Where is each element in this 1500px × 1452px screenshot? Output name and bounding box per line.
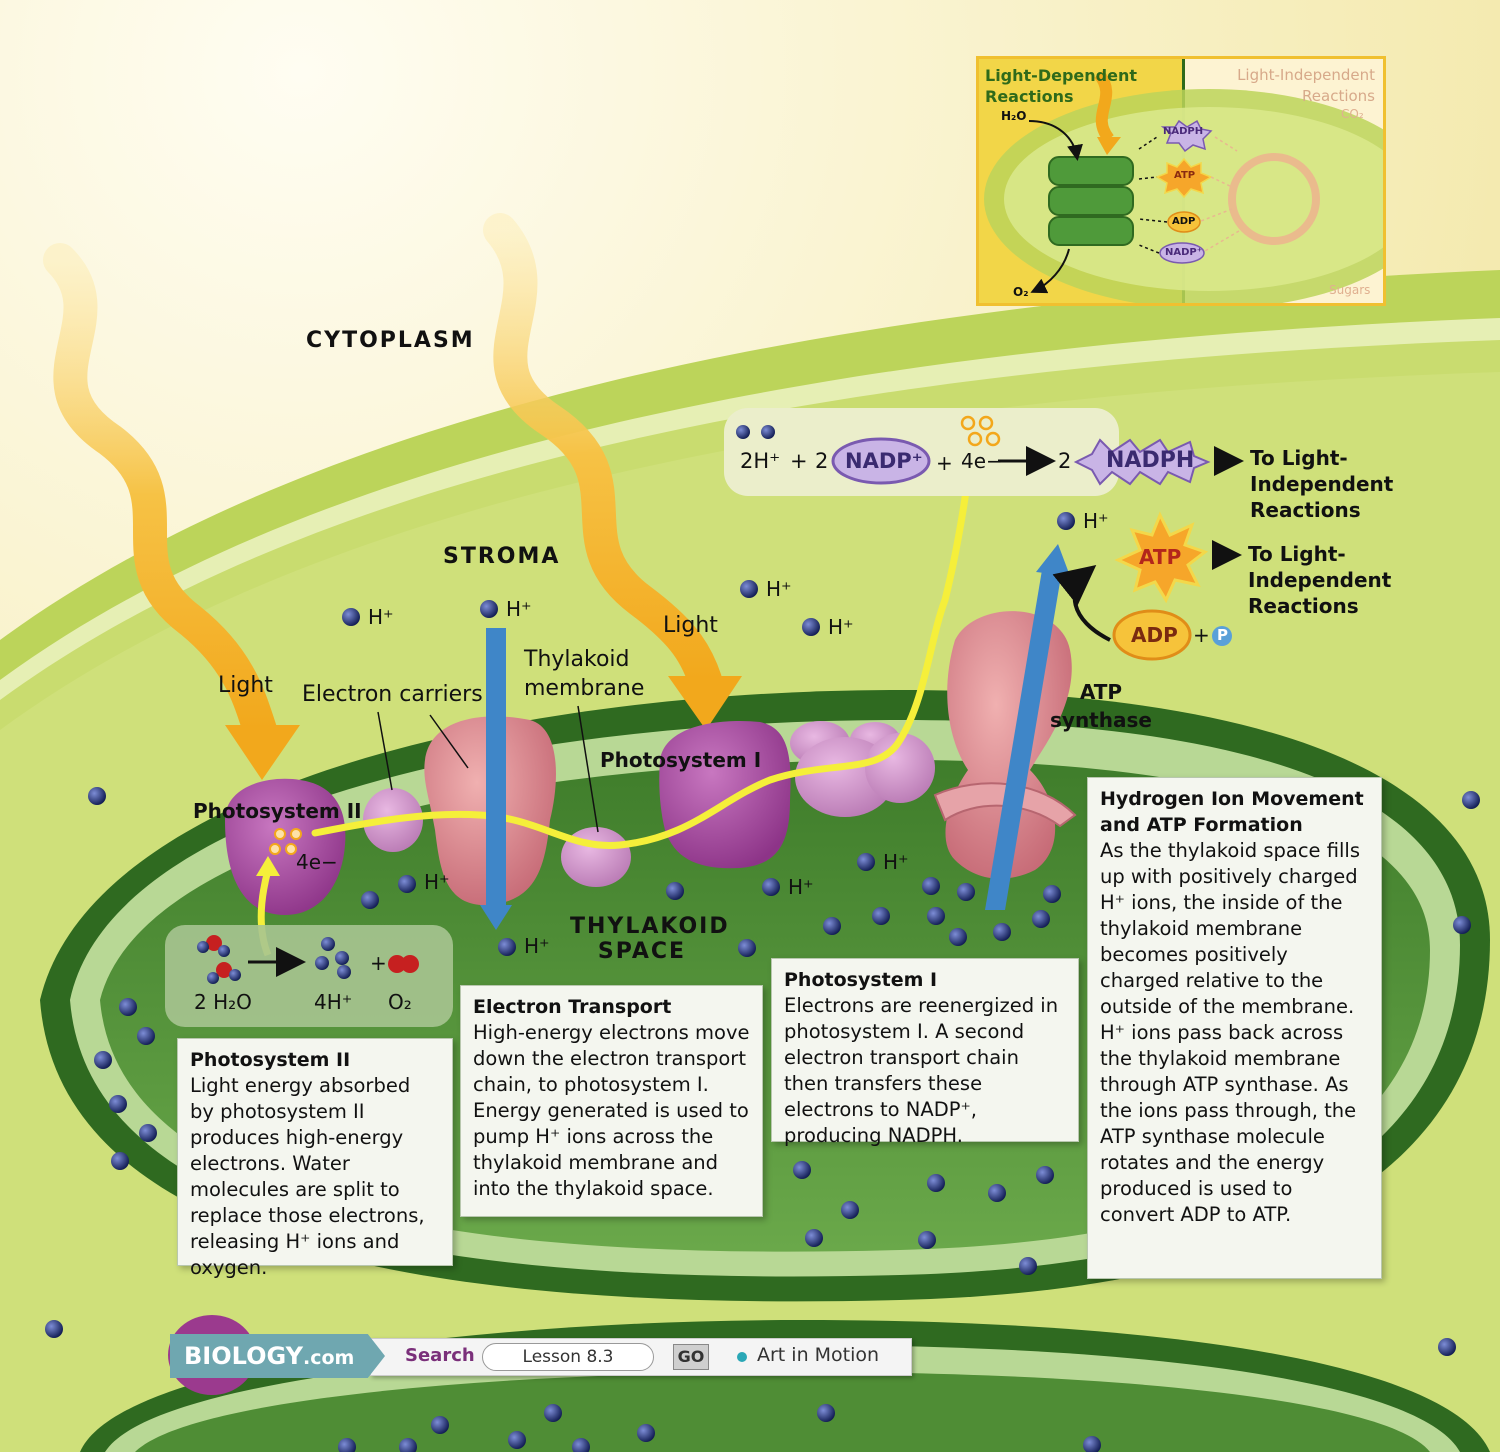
electron-transport-title: Electron Transport	[473, 996, 672, 1018]
proton-pump-arrow	[480, 628, 512, 930]
electron-group	[960, 415, 1001, 447]
nav-search-label: Search	[405, 1345, 475, 1366]
labelled-h-dots	[342, 512, 1075, 956]
light-beam-2	[483, 213, 742, 730]
water-molecules	[197, 935, 241, 984]
phosphate-label: P	[1217, 626, 1228, 644]
oxygen-formula: O₂	[388, 990, 412, 1014]
eq-h-ion-2	[761, 425, 775, 439]
h-ion-label: H⁺	[828, 615, 854, 639]
hydrogen-ion-textbox: Hydrogen Ion Movement and ATP Formation …	[1087, 777, 1382, 1279]
ps2-electrons-label: 4e−	[296, 850, 338, 874]
cytoplasm-label: CYTOPLASM	[306, 328, 475, 353]
inset-sugars-label: Sugars	[1329, 283, 1371, 297]
hydrogen-ions-formula: 4H⁺	[314, 990, 353, 1014]
adp-label: ADP	[1131, 623, 1178, 647]
oxygen-molecule	[388, 955, 419, 973]
eq-nadph: NADPH	[1106, 448, 1195, 473]
inset-atp-label: ATP	[1174, 170, 1196, 181]
electron-group-ps2	[269, 828, 302, 855]
water-plus: +	[370, 951, 387, 975]
photosystem-ii-label: Photosystem II	[193, 799, 362, 823]
light-beam-1	[43, 243, 300, 780]
h-ion-label: H⁺	[368, 605, 394, 629]
water-arrowhead	[256, 856, 280, 876]
adp-oval	[1112, 609, 1192, 661]
photosystem-i-textbox: Photosystem I Electrons are reenergized …	[771, 958, 1079, 1147]
inset-nadp-label: NADP⁺	[1165, 247, 1203, 258]
eq-coef-1: 2	[815, 449, 829, 473]
h-ion-label: H⁺	[883, 850, 909, 874]
thylakoid-h-ions	[94, 877, 1061, 1275]
membrane-callout	[577, 705, 599, 833]
photosystem-ii-textbox: Photosystem II Light energy absorbed by …	[177, 1038, 453, 1279]
electron-transport-body: High-energy electrons move down the elec…	[473, 1021, 750, 1200]
photosystem-i-label: Photosystem I	[600, 748, 762, 772]
eq-nadp: NADP⁺	[845, 449, 923, 473]
inset-o2-label: O₂	[1013, 285, 1029, 299]
eq-electrons: 4e−	[961, 449, 1003, 473]
atp-starburst	[1114, 511, 1209, 604]
eq-h-ions: 2H⁺	[740, 449, 781, 473]
electron-carriers-label: Electron carriers	[302, 682, 483, 707]
light-label-2: Light	[663, 613, 718, 638]
eq-h-ion-1	[736, 425, 750, 439]
eq-coef-2: 2	[1058, 449, 1072, 473]
nadph-burst	[1073, 438, 1211, 486]
inset-h2o-label: H₂O	[1001, 109, 1027, 123]
biology-com-logo[interactable]: BIOLOGY.com	[170, 1334, 385, 1378]
photosystem-i-title: Photosystem I	[784, 969, 938, 991]
lower-thylakoid-lumen	[135, 1372, 1430, 1452]
electron-transport-path	[311, 474, 972, 850]
h-ion-label: H⁺	[524, 934, 550, 958]
go-button[interactable]: GO	[673, 1344, 709, 1370]
adp-plus: +	[1193, 623, 1210, 647]
photosystem-ii-shape	[225, 778, 346, 915]
nadp-oval	[831, 437, 931, 485]
inset-adp-label: ADP	[1172, 216, 1196, 227]
photosystem-ii-title: Photosystem II	[190, 1049, 351, 1071]
nadp-reductase	[865, 733, 935, 803]
photosystem-i-body: Electrons are reenergized in photosystem…	[784, 994, 1059, 1147]
nav-search-bar: Search Lesson 8.3 GO Art in Motion	[370, 1338, 912, 1376]
biology-nav-bar: Search Lesson 8.3 GO Art in Motion BIOLO…	[170, 1334, 912, 1378]
inset-chloroplast-svg	[984, 70, 1383, 303]
stroma-label: STROMA	[443, 544, 561, 569]
light-label-1: Light	[218, 673, 273, 698]
h-ion-label: H⁺	[1083, 509, 1109, 533]
phosphate-circle	[1212, 626, 1232, 646]
h-ion-label: H⁺	[424, 870, 450, 894]
lesson-search-input[interactable]: Lesson 8.3	[482, 1343, 654, 1371]
photosystem-ii-body: Light energy absorbed by photosystem II …	[190, 1074, 425, 1279]
carrier-callout-1	[377, 711, 393, 791]
hydrogen-ion-body: As the thylakoid space fills up with pos…	[1100, 839, 1361, 1226]
h-ion-label: H⁺	[506, 597, 532, 621]
h-ion-cluster	[315, 937, 351, 979]
carrier-callout-2	[429, 714, 469, 769]
stroma-h-ions	[45, 787, 1480, 1452]
hydrogen-ion-title: Hydrogen Ion Movement and ATP Formation	[1100, 788, 1364, 836]
art-in-motion-link[interactable]: Art in Motion	[757, 1344, 880, 1366]
h-ion-label: H⁺	[766, 577, 792, 601]
photosystem-i-shape	[659, 720, 791, 869]
eq-plus-2: +	[936, 451, 953, 475]
electron-transport-textbox: Electron Transport High-energy electrons…	[460, 985, 763, 1217]
eq-plus-1: +	[790, 449, 808, 473]
water-formula: 2 H₂O	[194, 990, 252, 1014]
water-split-box	[165, 925, 453, 1027]
atp-label: ATP	[1139, 545, 1182, 569]
bullet-icon	[737, 1352, 747, 1362]
h-ion-label: H⁺	[788, 875, 814, 899]
adp-atp-arrow	[1052, 564, 1111, 642]
inset-nadph-label: NADPH	[1163, 126, 1204, 137]
inset-co2-label: CO₂	[1341, 107, 1364, 121]
